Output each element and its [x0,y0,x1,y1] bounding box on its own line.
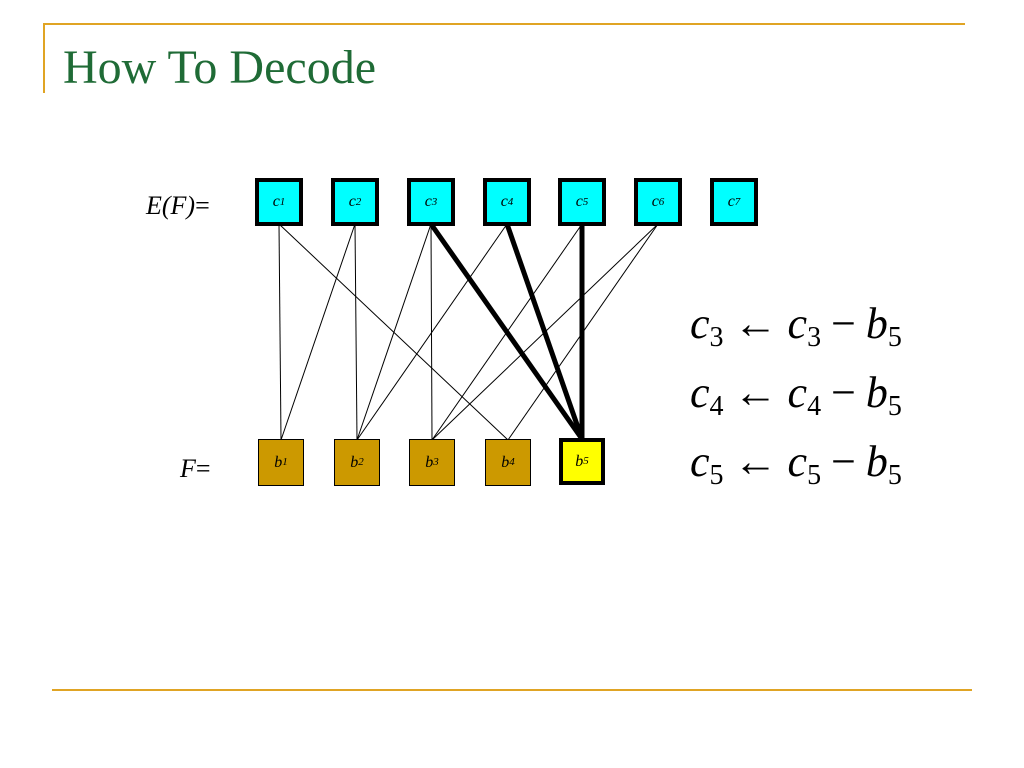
equation-lhs-var: c [690,299,710,348]
encoded-node-sub: 6 [658,195,665,208]
source-row-label-equals: = [195,454,211,483]
equation-lhs-sub: 5 [709,460,724,491]
equation-lhs-sub: 3 [709,322,724,353]
source-node-sub: 1 [282,456,288,468]
encoded-node-var: c [575,193,583,210]
equation-lhs-sub: 4 [709,391,724,422]
update-equation-c5: c5←c5−b5 [690,440,902,490]
source-row-label-text: F [180,454,196,483]
left-arrow-icon: ← [733,299,778,348]
source-row-label: F= [180,456,211,482]
encoded-row-label-text: E(F) [146,191,196,220]
edge-c6-b4 [507,223,659,441]
equation-lhs-var: c [690,437,710,486]
left-arrow-icon: ← [733,437,778,486]
edge-c2-b1 [280,223,356,441]
encoded-node-var: c [651,193,659,210]
equation-r1-sub: 3 [807,322,822,353]
edge-c2-b2 [354,223,358,441]
encoded-node-sub: 4 [507,195,514,208]
edge-c6-b3 [431,223,659,441]
source-node-var: b [425,453,434,471]
source-node-var: b [501,453,510,471]
encoded-node-sub: 7 [734,195,741,208]
encoded-node-var: c [348,193,356,210]
source-node-var: b [274,453,283,471]
minus-sign: − [831,437,856,486]
edge-c4-b5-highlighted [504,223,585,440]
equation-r1-sub: 5 [807,460,822,491]
encoded-node-var: c [272,193,280,210]
edge-c5-b3 [431,223,583,441]
source-node-var: b [575,452,584,470]
encoded-node-var: c [424,193,432,210]
encoded-row-label: E(F)= [146,193,210,219]
equation-r2-var: b [865,368,888,417]
minus-sign: − [831,368,856,417]
source-node-sub: 4 [509,456,515,468]
update-equation-c3: c3←c3−b5 [690,302,902,352]
edge-c3-b2 [356,223,432,441]
top-accent-rule [45,23,965,25]
bottom-accent-rule [52,689,972,691]
left-arrow-icon: ← [733,368,778,417]
equation-r2-sub: 5 [887,391,902,422]
edge-c1-b1 [278,223,282,441]
encoded-node-sub: 2 [355,195,362,208]
slide-title: How To Decode [63,41,377,94]
equation-r1-var: c [787,368,808,417]
encoded-row-label-equals: = [195,191,210,220]
equation-lhs-var: c [690,368,710,417]
equation-r2-sub: 5 [887,322,902,353]
source-node-sub: 5 [583,455,589,467]
encoded-node-sub: 1 [279,195,286,208]
left-accent-rule [43,23,45,93]
equation-r2-sub: 5 [887,460,902,491]
source-node-var: b [350,453,359,471]
source-node-sub: 2 [358,456,364,468]
equation-r2-var: b [865,299,888,348]
equation-r2-var: b [865,437,888,486]
minus-sign: − [831,299,856,348]
edge-c3-b5-highlighted [428,222,585,441]
encoded-node-sub: 5 [582,195,589,208]
update-equation-c4: c4←c4−b5 [690,371,902,421]
encoded-node-var: c [500,193,508,210]
equation-r1-var: c [787,437,808,486]
encoded-node-sub: 3 [431,195,438,208]
encoded-node-var: c [727,193,735,210]
edge-c4-b2 [356,223,508,441]
equation-r1-var: c [787,299,808,348]
equation-r1-sub: 4 [807,391,822,422]
source-node-sub: 3 [433,456,439,468]
